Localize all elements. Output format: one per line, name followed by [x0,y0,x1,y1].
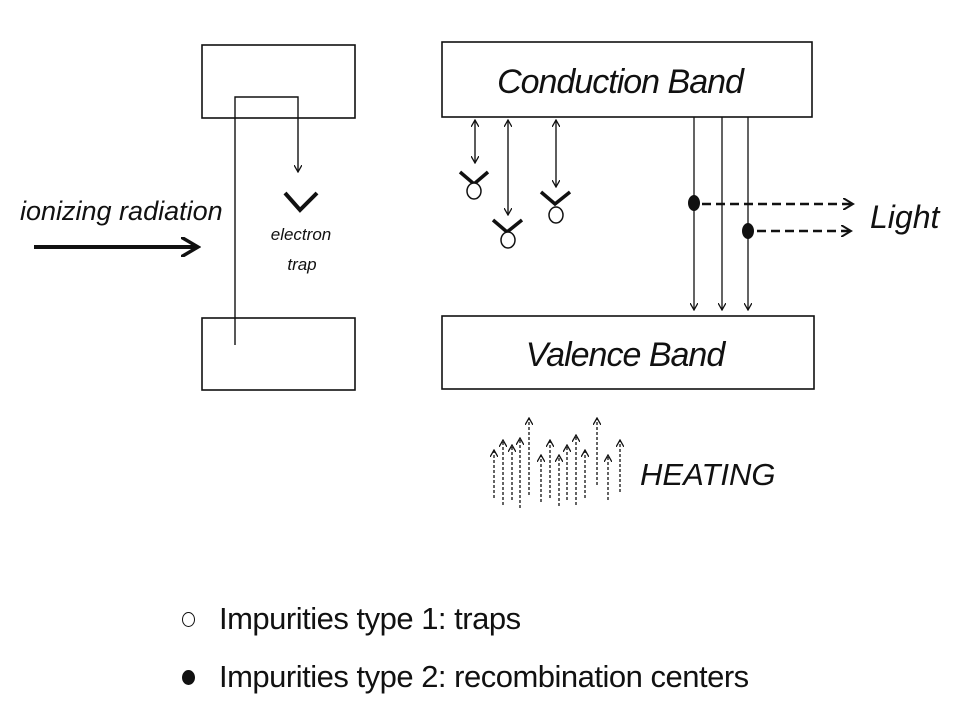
trap-open-circle [466,182,482,200]
open-circle-icon [182,611,195,627]
electron-trap-label-line2: trap [287,255,316,274]
legend-label: Impurities type 1: traps [219,601,521,636]
recombination-center-filled-circle [688,195,700,211]
valence-band [441,315,815,390]
electron-excitation-path [234,96,298,345]
electron-trap-label: electron [271,225,331,244]
legend-item-traps: Impurities type 1: traps [182,590,749,648]
recombination-center-filled-circle [742,223,754,239]
trap-2 [491,120,524,249]
legend: Impurities type 1: traps Impurities type… [182,590,749,706]
filled-circle-icon [182,669,195,685]
light-label: Light [870,199,941,235]
trap-open-circle [500,231,516,249]
heating-arrows [494,418,620,508]
trap-open-circle [548,206,564,224]
legend-label: Impurities type 2: recombination centers [219,659,749,694]
left-upper-band [201,44,356,119]
conduction-band [441,41,813,118]
thermoluminescence-diagram: electron trap ionizing radiation Conduct… [20,41,941,508]
legend-item-recombination-centers: Impurities type 2: recombination centers [182,648,749,706]
left-lower-band [201,317,356,391]
trap-3 [539,120,572,224]
valence-band-label: Valence Band [526,336,727,374]
conduction-band-label: Conduction Band [497,63,745,101]
trap-1 [458,120,490,200]
ionizing-radiation-label: ionizing radiation [20,196,223,226]
electron-trap-icon [283,191,319,213]
heating-label: HEATING [640,457,776,492]
